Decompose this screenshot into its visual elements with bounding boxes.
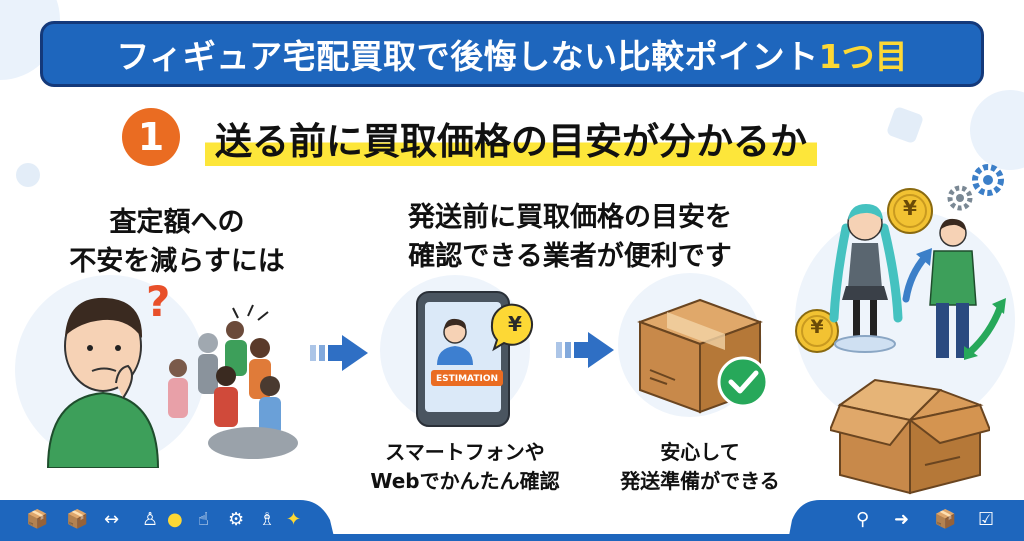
exchange-arrows-icon bbox=[964, 298, 1006, 360]
title-accent: 1つ目 bbox=[818, 37, 908, 76]
arrows-icon: ↔ bbox=[104, 509, 120, 530]
question-mark-icon: ? bbox=[146, 277, 170, 326]
anime-figure-illustration bbox=[829, 204, 903, 353]
box-icon: 📦 bbox=[66, 509, 89, 530]
crowd-icon bbox=[168, 304, 298, 459]
box-icon: 📦 bbox=[26, 509, 49, 530]
phone-yen-symbol: ¥ bbox=[508, 312, 522, 336]
phone-caption-line2: Webでかんたん確認 bbox=[370, 469, 560, 493]
point-number-badge: 1 bbox=[122, 108, 180, 166]
left-heading-line2: 不安を減らすには bbox=[69, 246, 285, 277]
pointer-hand-icon: ☝ bbox=[198, 509, 209, 530]
open-cardboard-box-illustration bbox=[830, 378, 990, 495]
checklist-icon: ☑ bbox=[978, 509, 995, 530]
box-caption-line2: 発送準備ができる bbox=[620, 469, 780, 493]
bottom-bar bbox=[0, 500, 1024, 541]
phone-caption-line1: スマートフォンや bbox=[385, 440, 545, 464]
arrow-right-icon bbox=[556, 332, 614, 368]
left-heading: 査定額への 不安を減らすには bbox=[52, 203, 302, 281]
left-heading-line1: 査定額への bbox=[109, 207, 245, 238]
magnifier-icon: ⚲ bbox=[856, 509, 870, 530]
up-arrow-icon bbox=[902, 248, 932, 303]
arrow-right-icon: ➜ bbox=[894, 509, 910, 530]
coin-yen-symbol: ¥ bbox=[903, 196, 917, 220]
gear-icon: ⚙ bbox=[228, 509, 245, 530]
person-icon: ♙ bbox=[142, 509, 159, 530]
yen-coin-icon bbox=[795, 309, 839, 353]
arrow-right-icon bbox=[310, 335, 368, 371]
box-check-icon: 📦 bbox=[934, 509, 957, 530]
estimation-badge: ESTIMATION bbox=[435, 374, 498, 384]
gears-icon bbox=[947, 164, 1004, 211]
smartphone-estimation-illustration bbox=[416, 291, 510, 427]
middle-heading-line1: 発送前に買取価格の目安を bbox=[408, 202, 732, 233]
man-standing-illustration bbox=[929, 218, 977, 358]
point-heading: 送る前に買取価格の目安が分かるか bbox=[205, 110, 817, 166]
yen-coin-icon bbox=[887, 188, 933, 234]
speech-bubble-yen-icon bbox=[490, 303, 533, 352]
phone-caption: スマートフォンや Webでかんたん確認 bbox=[355, 438, 575, 496]
figure-icon: ♗ bbox=[259, 509, 276, 530]
cardboard-box-check-illustration bbox=[637, 298, 769, 414]
middle-heading-line2: 確認できる業者が便利です bbox=[408, 241, 732, 272]
box-caption: 安心して 発送準備ができる bbox=[600, 438, 800, 496]
sparkle-icon: ✦ bbox=[286, 509, 302, 530]
title-text: フィギュア宅配買取で後悔しない比較ポイント bbox=[116, 37, 819, 76]
box-caption-line1: 安心して bbox=[660, 440, 740, 464]
worried-man-icon bbox=[46, 297, 160, 468]
coin-yen-symbol: ¥ bbox=[810, 316, 824, 338]
middle-heading: 発送前に買取価格の目安を 確認できる業者が便利です bbox=[370, 198, 770, 276]
yen-coin-icon: ● bbox=[167, 509, 183, 530]
worried-man-illustration: ? bbox=[46, 277, 298, 468]
